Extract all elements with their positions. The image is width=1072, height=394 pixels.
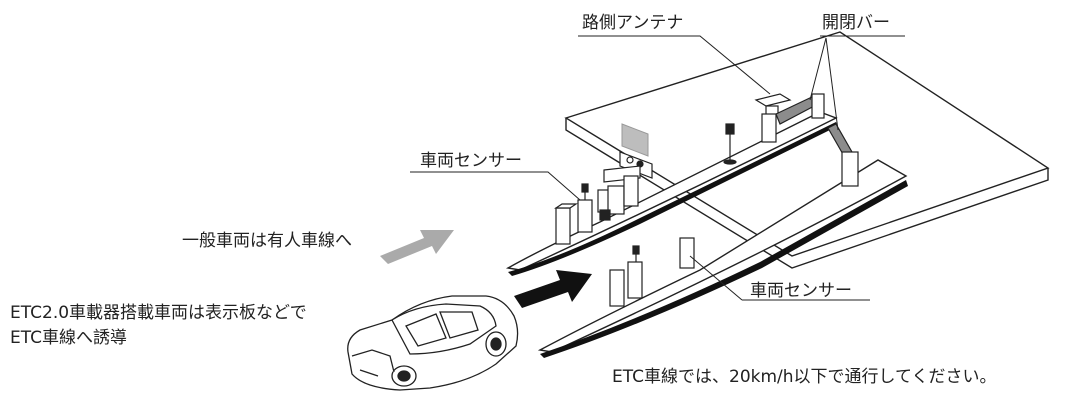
speed-notice: ETC車線では、20km/h以下で通行してください。 [612,367,997,387]
vehicle-sensor-left-label: 車両センサー [420,151,522,171]
lane-island-right [537,159,908,358]
display-panel [621,123,649,157]
roadside-antenna-unit [754,93,825,143]
general-lane-arrow [380,230,454,264]
etc-lane-arrow [514,270,592,308]
leader-lines [410,35,905,301]
etc-guidance-line2: ETC車線へ誘導 [10,328,127,348]
gate-bar-label: 開閉バー [822,13,890,33]
plaza-platform [564,31,1050,269]
toll-booth [619,151,653,179]
vehicle-sensor-right-label: 車両センサー [750,281,852,301]
lane-equipment-left [554,123,737,245]
general-vehicles-label: 一般車両は有人車線へ [182,231,352,251]
roadside-antenna-label: 路側アンテナ [582,13,684,33]
gate-unit-right [827,123,859,187]
etc-guidance-line1: ETC2.0車載器搭載車両は表示板などで [10,303,307,323]
car-illustration [347,295,519,391]
lane-equipment-right [609,237,695,307]
